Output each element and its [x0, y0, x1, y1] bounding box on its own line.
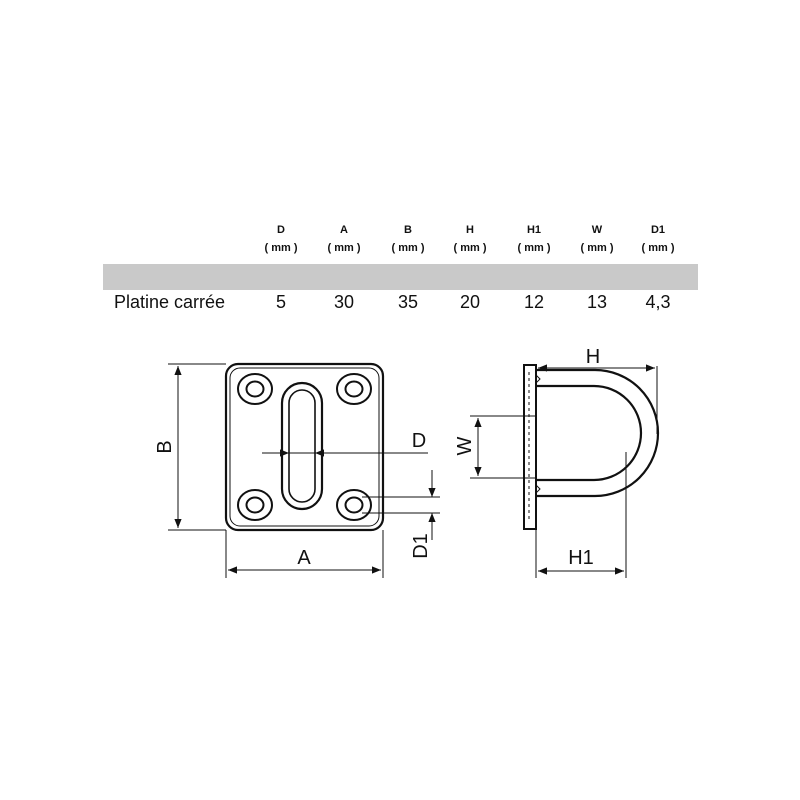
- column-header-h: H ( mm ): [453, 224, 487, 254]
- mounting-hole-bottom-right: [336, 489, 372, 521]
- dimension-h1: [535, 452, 627, 578]
- spec-table: D ( mm ) A ( mm ) B ( mm ) H ( mm ) H1 (…: [0, 0, 800, 330]
- cell-d1: 4,3: [645, 292, 671, 312]
- cell-h: 20: [459, 292, 481, 312]
- column-header-d: D ( mm ): [264, 224, 298, 254]
- dimension-label-w: W: [454, 436, 476, 455]
- front-view: [224, 362, 385, 532]
- cell-d: 5: [275, 292, 286, 312]
- side-plate: [523, 364, 537, 530]
- mounting-hole-top-right: [336, 373, 372, 405]
- column-header-w: W ( mm ): [580, 224, 614, 254]
- dimension-label-a: A: [297, 547, 311, 569]
- dimension-w: [470, 415, 536, 479]
- dimension-label-d: D: [412, 430, 426, 452]
- column-header-h1: H1 ( mm ): [517, 224, 551, 254]
- dimension-d1: [362, 470, 440, 540]
- cell-b: 35: [397, 292, 419, 312]
- cell-w: 13: [586, 292, 608, 312]
- cell-h1: 12: [523, 292, 545, 312]
- mounting-hole-top-left: [237, 373, 273, 405]
- dimension-label-h1: H1: [568, 547, 594, 569]
- side-view: [523, 364, 660, 530]
- center-slot-inner: [288, 389, 316, 503]
- cell-a: 30: [333, 292, 355, 312]
- column-header-b: B ( mm ): [391, 224, 425, 254]
- dimension-b: [168, 363, 226, 531]
- base-plate-outer: [224, 362, 385, 532]
- eye-loop-outer: [536, 368, 660, 498]
- dimension-h: [538, 364, 658, 434]
- dimension-label-b: B: [154, 440, 176, 453]
- column-header-d1: D1 ( mm ): [641, 224, 675, 254]
- eye-loop-inner: [536, 384, 643, 482]
- center-slot-outer: [280, 381, 324, 511]
- mounting-hole-bottom-left: [237, 489, 273, 521]
- row-label-platine-carree: Platine carrée: [114, 292, 226, 312]
- table-header-band: [103, 264, 698, 290]
- base-plate-inner: [229, 367, 380, 527]
- dimension-label-d1: D1: [410, 533, 432, 559]
- column-header-a: A ( mm ): [327, 224, 361, 254]
- dimension-a: [225, 530, 384, 578]
- dimension-label-h: H: [586, 346, 600, 368]
